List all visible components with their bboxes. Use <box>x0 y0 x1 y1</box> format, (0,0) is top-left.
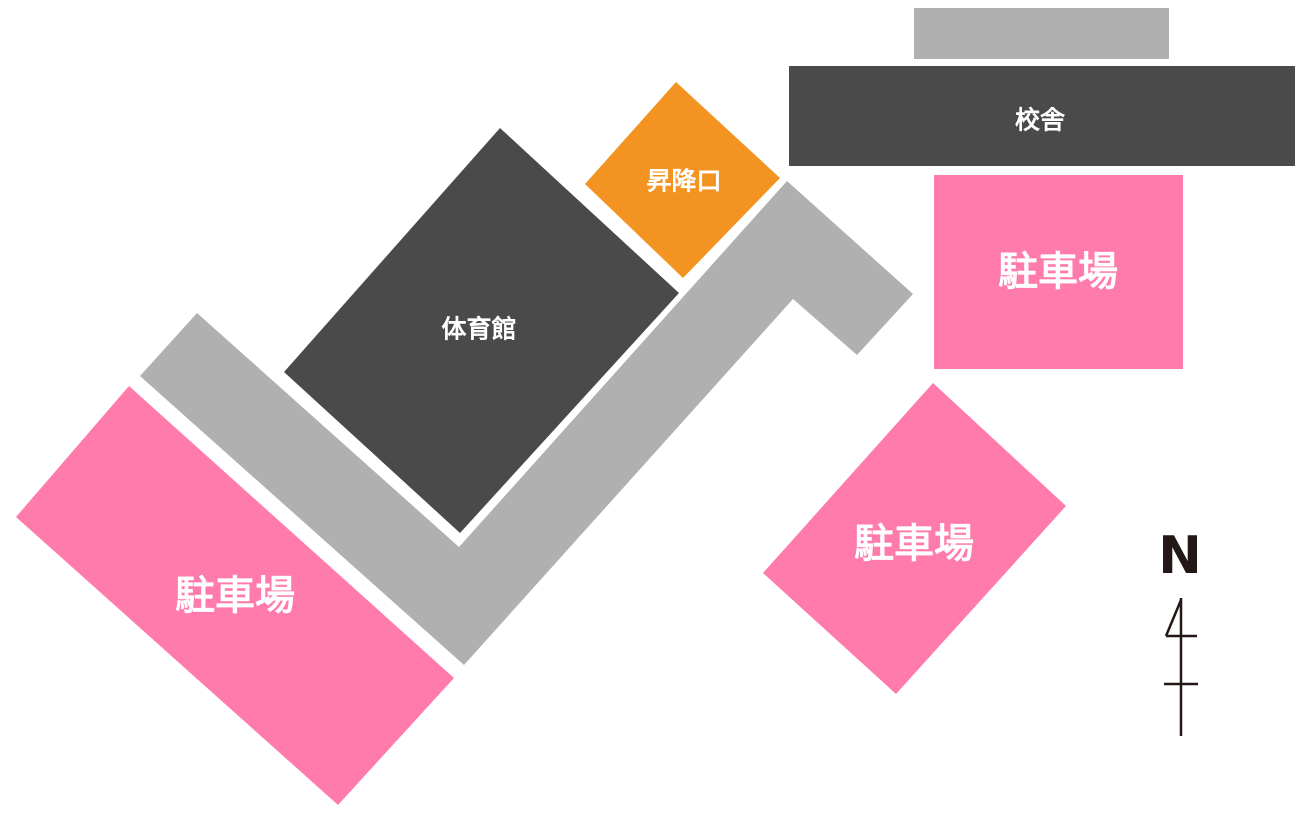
entrance-shape <box>585 82 780 278</box>
parking-lot-northeast-label: 駐車場 <box>998 249 1118 295</box>
entrance[interactable]: 昇降口 <box>585 82 780 278</box>
entrance-label: 昇降口 <box>646 167 721 196</box>
school-building[interactable]: 校舎 <box>789 66 1295 166</box>
school-building-label: 校舎 <box>1015 106 1066 135</box>
walkway-strip-top <box>914 8 1169 59</box>
school-building-shape <box>789 66 1295 166</box>
parking-lot-northeast-shape <box>934 175 1183 369</box>
north-letter: N <box>1158 526 1202 586</box>
parking-lot-southwest-shape <box>16 386 454 805</box>
parking-lot-southwest[interactable]: 駐車場 <box>16 386 454 805</box>
gymnasium[interactable]: 体育館 <box>284 128 679 533</box>
gymnasium-label: 体育館 <box>441 315 516 344</box>
north-arrow-head-left <box>1164 599 1183 637</box>
parking-lot-northeast[interactable]: 駐車場 <box>934 175 1183 369</box>
parking-lot-east-label: 駐車場 <box>854 521 974 567</box>
parking-lot-east-shape <box>763 383 1066 694</box>
gymnasium-shape <box>284 128 679 533</box>
parking-lot-southwest-label: 駐車場 <box>175 573 295 619</box>
walkway-path <box>140 181 913 665</box>
north-arrow: N <box>1158 526 1202 736</box>
parking-lot-east[interactable]: 駐車場 <box>763 383 1066 694</box>
